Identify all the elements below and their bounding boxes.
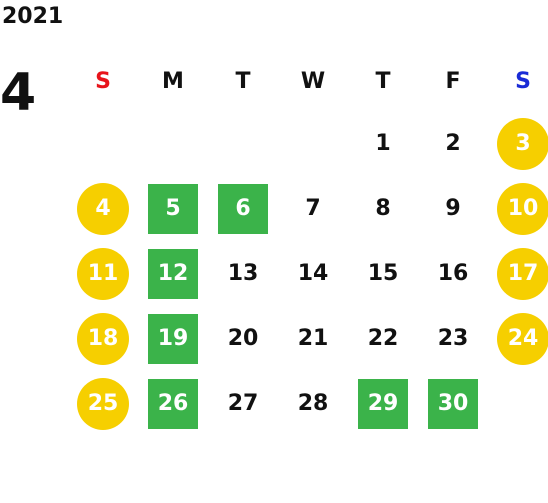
day-cell: 17 — [488, 241, 548, 306]
day-cell: 6 — [208, 176, 278, 241]
day-cell: 15 — [348, 241, 418, 306]
day-number[interactable]: 22 — [367, 326, 399, 351]
day-number[interactable]: 12 — [148, 248, 198, 299]
day-number[interactable]: 9 — [445, 196, 461, 221]
day-number[interactable]: 19 — [148, 313, 198, 364]
calendar-week-row: 25 26 27 28 29 30 — [68, 371, 548, 436]
weekday-saturday: S — [515, 68, 531, 94]
day-number[interactable]: 27 — [227, 391, 259, 416]
day-cell: 9 — [418, 176, 488, 241]
weekday-monday: M — [162, 68, 184, 94]
calendar-month: 4 — [0, 63, 37, 123]
day-number[interactable]: 4 — [77, 182, 129, 235]
weekday-friday: F — [445, 68, 461, 94]
day-number[interactable]: 15 — [367, 261, 399, 286]
day-number[interactable]: 7 — [305, 196, 321, 221]
day-cell: 21 — [278, 306, 348, 371]
day-number[interactable]: 30 — [428, 378, 478, 429]
day-number[interactable]: 16 — [437, 261, 469, 286]
day-cell: 23 — [418, 306, 488, 371]
day-cell: 2 — [418, 111, 488, 176]
day-cell: 14 — [278, 241, 348, 306]
day-number[interactable]: 25 — [77, 377, 129, 430]
day-cell — [488, 371, 548, 436]
day-cell: 27 — [208, 371, 278, 436]
day-cell: 11 — [68, 241, 138, 306]
weekday-header-row: S M T W T F S — [68, 51, 548, 111]
day-cell: 26 — [138, 371, 208, 436]
day-cell — [138, 111, 208, 176]
day-number[interactable]: 11 — [77, 247, 129, 300]
day-number[interactable]: 17 — [497, 247, 548, 300]
day-cell: 4 — [68, 176, 138, 241]
calendar-year: 2021 — [2, 4, 64, 29]
day-cell: 12 — [138, 241, 208, 306]
day-cell: 3 — [488, 111, 548, 176]
weekday-wednesday: W — [300, 68, 326, 94]
day-cell: 7 — [278, 176, 348, 241]
calendar-week-row: 18 19 20 21 22 23 24 — [68, 306, 548, 371]
day-cell — [68, 111, 138, 176]
day-number[interactable]: 18 — [77, 312, 129, 365]
day-number[interactable]: 26 — [148, 378, 198, 429]
day-number[interactable]: 8 — [375, 196, 391, 221]
day-cell: 24 — [488, 306, 548, 371]
calendar-week-row: 1 2 3 — [68, 111, 548, 176]
day-cell: 16 — [418, 241, 488, 306]
day-number[interactable]: 13 — [227, 261, 259, 286]
day-number[interactable]: 10 — [497, 182, 548, 235]
day-cell: 10 — [488, 176, 548, 241]
weekday-sunday: S — [95, 68, 111, 94]
day-cell: 30 — [418, 371, 488, 436]
day-number[interactable]: 28 — [297, 391, 329, 416]
day-cell: 28 — [278, 371, 348, 436]
day-cell: 8 — [348, 176, 418, 241]
day-number[interactable]: 1 — [375, 131, 391, 156]
day-cell: 19 — [138, 306, 208, 371]
day-number[interactable]: 21 — [297, 326, 329, 351]
calendar-week-row: 11 12 13 14 15 16 17 — [68, 241, 548, 306]
day-cell: 1 — [348, 111, 418, 176]
weekday-tuesday: T — [235, 68, 251, 94]
day-number[interactable]: 2 — [445, 131, 461, 156]
day-cell: 20 — [208, 306, 278, 371]
day-number[interactable]: 5 — [148, 183, 198, 234]
day-number[interactable]: 29 — [358, 378, 408, 429]
weekday-thursday: T — [375, 68, 391, 94]
day-cell: 13 — [208, 241, 278, 306]
day-number[interactable]: 24 — [497, 312, 548, 365]
day-cell: 25 — [68, 371, 138, 436]
day-number[interactable]: 3 — [497, 117, 548, 170]
day-cell: 29 — [348, 371, 418, 436]
day-cell — [208, 111, 278, 176]
day-cell: 22 — [348, 306, 418, 371]
day-number[interactable]: 20 — [227, 326, 259, 351]
day-number[interactable]: 23 — [437, 326, 469, 351]
day-number[interactable]: 6 — [218, 183, 268, 234]
day-cell: 5 — [138, 176, 208, 241]
day-cell: 18 — [68, 306, 138, 371]
day-number[interactable]: 14 — [297, 261, 329, 286]
day-cell — [278, 111, 348, 176]
